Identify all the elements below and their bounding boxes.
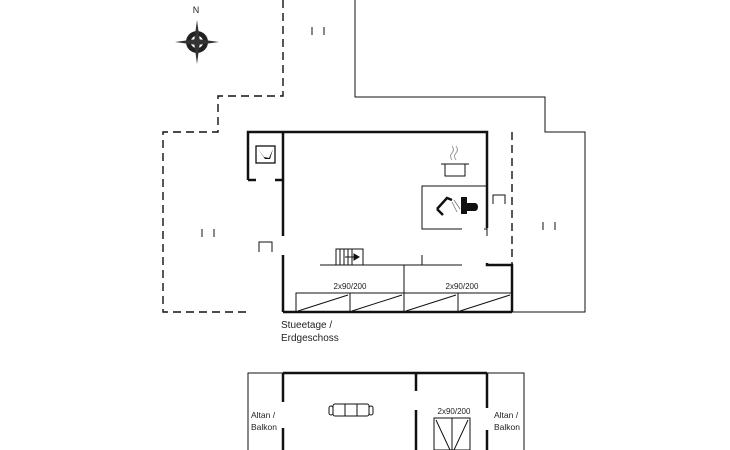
terrace-outline-left	[162, 0, 284, 313]
door-marks	[258, 194, 506, 252]
floor-label-line2: Erdgeschoss	[281, 333, 339, 344]
balcony-label-left-line1: Altan /	[251, 410, 276, 420]
toilet-icon	[461, 197, 478, 214]
upper-floor-walls	[247, 371, 525, 450]
terrace-marks	[201, 27, 556, 237]
compass-rose-icon: N	[175, 5, 219, 64]
bed-icons-ground	[295, 292, 513, 313]
bed-size-label: 2x90/200	[334, 282, 367, 291]
terrace-outline-solid	[354, 0, 586, 313]
floor-label-line1: Stueetage /	[281, 320, 332, 331]
balcony-label-right-line2: Balkon	[494, 422, 520, 432]
bed-icon-upper	[433, 417, 471, 450]
balcony-label-right-line1: Altan /	[494, 410, 519, 420]
stairs-icon	[335, 248, 364, 266]
sofa-icon	[328, 403, 374, 417]
balcony-label-left-line2: Balkon	[251, 422, 277, 432]
stove-icon	[255, 145, 276, 164]
shower-icon	[436, 196, 461, 216]
bed-size-label: 2x90/200	[446, 282, 479, 291]
north-label: N	[193, 5, 200, 15]
bed-size-label: 2x90/200	[438, 407, 471, 416]
kitchen-pot-icon	[441, 145, 469, 177]
